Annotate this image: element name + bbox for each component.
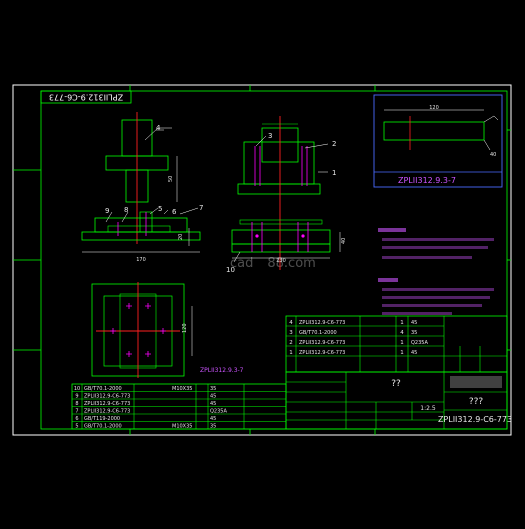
pl-mat: Q235A: [210, 409, 227, 415]
dim-front-height: 50: [168, 176, 174, 182]
dim-detail-r: 40: [490, 152, 496, 158]
title-drawing-code: ZPLII312.9-C6-773: [438, 415, 512, 424]
callout-4: 4: [156, 124, 161, 132]
dim-width-170: 170: [136, 257, 146, 263]
callout-5: 5: [158, 205, 162, 213]
pl-mat: 45: [210, 416, 216, 422]
callout-10: 10: [226, 266, 235, 274]
pl-code: GB/T119-2000: [84, 416, 120, 422]
rotated-drawing-code: ZPLII312.9-C6-773: [49, 93, 123, 102]
front-fixture: 170 20: [81, 211, 201, 263]
assembly-section: 230 40: [231, 219, 347, 264]
dim-assembly-h: 40: [341, 238, 347, 244]
pr-no: 3: [289, 330, 293, 336]
border-ticks: [13, 85, 511, 435]
pl-spec: M10X35: [172, 386, 192, 392]
pl-mat: 45: [210, 401, 216, 407]
side-leaders: [304, 143, 329, 173]
pl-no: 8: [75, 401, 78, 407]
pl-code: ZPLII312.9-C6-773: [84, 401, 130, 407]
pr-mat: 45: [411, 320, 417, 326]
pr-code: GB/T70.1-2000: [299, 330, 337, 336]
pl-no: 9: [75, 394, 78, 400]
pl-no: 7: [75, 409, 78, 415]
title-placeholder-side: ???: [469, 397, 484, 407]
pl-mat: 35: [210, 424, 216, 430]
dim-front-fixture-h: 20: [178, 234, 184, 240]
pr-code: ZPLII312.9-C6-773: [299, 320, 345, 326]
pr-qty: 1: [400, 320, 404, 326]
pl-mat: 35: [210, 386, 216, 392]
plan-bolts: [110, 303, 166, 357]
pr-mat: 35: [411, 330, 417, 336]
pl-no: 5: [75, 424, 78, 430]
pl-spec: M10X35: [172, 424, 192, 430]
detail-ref-label: ZPLII312.9.3-7: [398, 176, 456, 185]
callout-3: 3: [268, 132, 272, 140]
pr-qty: 1: [400, 350, 404, 356]
callout-9: 9: [105, 207, 109, 215]
pl-mat: 45: [210, 394, 216, 400]
dim-plan-h: 120: [182, 323, 188, 333]
parts-list-left: 10 GB/T70.1-2000 M10X35 35 9 ZPLII312.9-…: [71, 383, 287, 430]
pr-no: 4: [289, 320, 293, 326]
pr-code: ZPLII312.9-C6-773: [299, 350, 345, 356]
dim-detail-width: 120: [429, 105, 439, 111]
callout-7: 7: [199, 204, 203, 212]
callout-6: 6: [172, 208, 177, 216]
callout-2: 2: [332, 140, 336, 148]
pr-no: 2: [289, 340, 293, 346]
plan-detail-ref: ZPLII312.9.3-7: [200, 367, 244, 374]
pr-code: ZPLII312.9-C6-773: [299, 340, 345, 346]
parts-list-right: 4 ZPLII312.9-C6-773 1 45 3 GB/T70.1-2000…: [285, 315, 508, 373]
pr-no: 1: [289, 350, 293, 356]
pl-code: ZPLII312.9-C6-773: [84, 409, 130, 415]
pl-code: ZPLII312.9-C6-773: [84, 394, 130, 400]
title-block: ?? ??? ZPLII312.9-C6-773 1:2.5: [285, 371, 512, 430]
pl-code: GB/T70.1-2000: [84, 386, 122, 392]
pl-code: GB/T70.1-2000: [84, 424, 122, 430]
pr-mat: Q235A: [411, 340, 428, 346]
title-placeholder-main: ??: [391, 379, 401, 389]
title-scale: 1:2.5: [420, 405, 436, 412]
callout-1: 1: [332, 169, 336, 177]
pr-qty: 4: [400, 330, 404, 336]
plan-view: 120: [91, 282, 193, 378]
detail-view: 120 40 ZPLII312.9.3-7: [373, 94, 503, 188]
front-view: 50: [105, 112, 178, 244]
front-leaders: [105, 127, 199, 223]
pl-no: 10: [74, 386, 80, 392]
pr-mat: 45: [411, 350, 417, 356]
rotated-code-box: ZPLII312.9-C6-773: [40, 90, 132, 104]
dim-width-230: 230: [276, 258, 286, 264]
technical-notes: [378, 228, 494, 315]
callout-8: 8: [124, 206, 128, 214]
pl-no: 6: [75, 416, 78, 422]
pr-qty: 1: [400, 340, 404, 346]
